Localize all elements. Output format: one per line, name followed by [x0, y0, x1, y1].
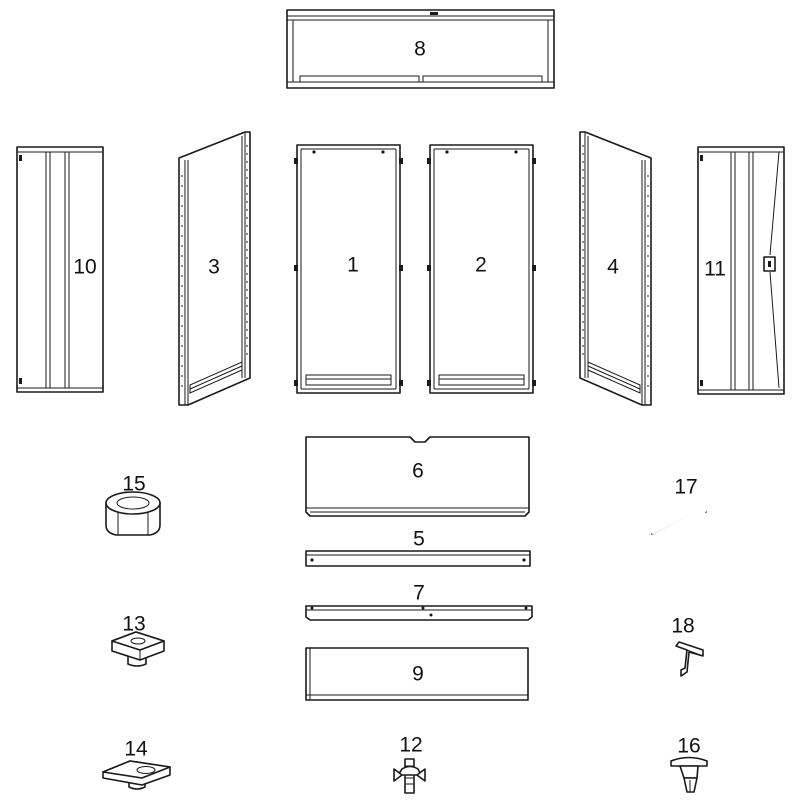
part-7-rail: [305, 605, 533, 621]
part-15-leveling-cup: [105, 491, 161, 536]
part-1-back-panel-left: [294, 144, 403, 394]
part-11-right-door: [697, 146, 785, 395]
part-label-13: 13: [122, 613, 145, 636]
part-13-foot-block: [111, 631, 165, 667]
part-17-hex-key: [651, 506, 707, 535]
part-label-11: 11: [704, 258, 726, 281]
part-label-4: 4: [607, 256, 619, 279]
part-label-2: 2: [475, 254, 487, 277]
part-label-18: 18: [671, 615, 694, 638]
part-2-back-panel-right: [427, 144, 536, 394]
part-14-base-plate: [102, 760, 171, 790]
part-label-16: 16: [677, 735, 700, 758]
part-label-6: 6: [412, 460, 424, 483]
part-label-15: 15: [122, 473, 145, 496]
part-10-left-door: [16, 146, 104, 393]
part-label-14: 14: [124, 738, 148, 761]
part-18-clip: [675, 641, 704, 677]
part-label-5: 5: [413, 528, 425, 551]
part-label-3: 3: [208, 256, 220, 279]
part-5-rail: [305, 550, 531, 567]
part-3-left-side-panel: [178, 131, 251, 406]
part-label-10: 10: [73, 256, 96, 279]
part-label-1: 1: [347, 254, 359, 277]
part-6-shelf: [305, 436, 530, 517]
part-16-push-rivet: [670, 756, 708, 793]
part-label-8: 8: [414, 38, 426, 61]
part-label-9: 9: [412, 663, 424, 686]
part-8-top-panel: [286, 9, 555, 89]
part-9-kick-plate: [305, 647, 529, 701]
part-4-right-side-panel: [579, 131, 652, 406]
part-12-wing-bolt: [393, 758, 426, 794]
part-label-12: 12: [399, 734, 422, 757]
part-label-17: 17: [674, 476, 697, 499]
part-label-7: 7: [413, 582, 425, 605]
